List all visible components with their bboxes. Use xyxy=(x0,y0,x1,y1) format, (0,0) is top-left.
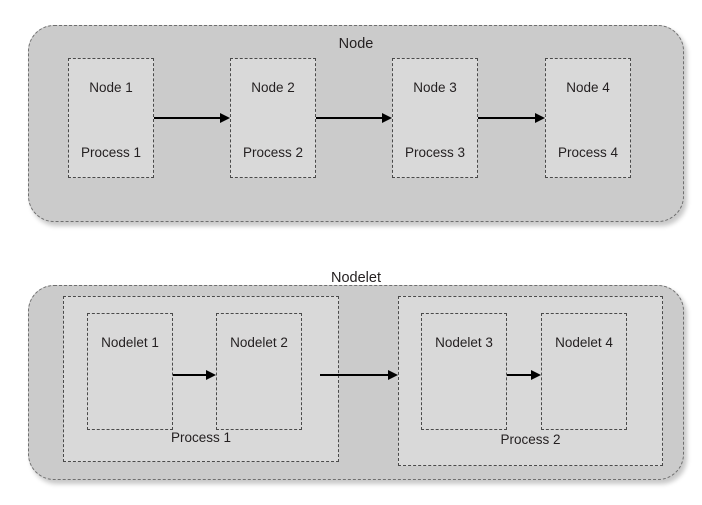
arrow-line xyxy=(316,117,384,119)
node-box-node-3: Node 3 Process 3 xyxy=(392,58,478,178)
arrow-head xyxy=(531,370,541,380)
arrow-nodelet-1-to-nodelet-2 xyxy=(173,369,216,381)
node-2-top-label: Node 2 xyxy=(251,80,295,95)
node-box-node-4: Node 4 Process 4 xyxy=(545,58,631,178)
node-3-top-label: Node 3 xyxy=(413,80,457,95)
node-box-node-1: Node 1 Process 1 xyxy=(68,58,154,178)
arrow-line xyxy=(320,374,390,376)
process-1-label: Process 1 xyxy=(170,430,232,445)
arrow-line xyxy=(478,117,537,119)
node-4-top-label: Node 4 xyxy=(566,80,610,95)
arrow-process-1-to-process-2 xyxy=(320,369,398,381)
process-2-label: Process 2 xyxy=(500,432,561,447)
nodelet-panel-title: Nodelet xyxy=(331,270,381,286)
node-2-bottom-label: Process 2 xyxy=(242,145,304,160)
node-4-bottom-label: Process 4 xyxy=(557,145,619,160)
arrow-node-3-to-node-4 xyxy=(478,112,545,124)
node-1-bottom-label: Process 1 xyxy=(80,145,142,160)
nodelet-box-nodelet-1: Nodelet 1 xyxy=(87,313,173,430)
arrow-nodelet-3-to-nodelet-4 xyxy=(507,369,541,381)
node-box-node-2: Node 2 Process 2 xyxy=(230,58,316,178)
arrow-head xyxy=(382,113,392,123)
nodelet-3-label: Nodelet 3 xyxy=(435,335,493,350)
nodelet-2-label: Nodelet 2 xyxy=(230,335,288,350)
arrow-head xyxy=(535,113,545,123)
nodelet-1-label: Nodelet 1 xyxy=(101,335,159,350)
nodelet-box-nodelet-2: Nodelet 2 xyxy=(216,313,302,430)
node-1-top-label: Node 1 xyxy=(89,80,133,95)
arrow-head xyxy=(220,113,230,123)
nodelet-4-label: Nodelet 4 xyxy=(555,335,613,350)
arrow-line xyxy=(154,117,222,119)
arrow-node-1-to-node-2 xyxy=(154,112,230,124)
node-3-bottom-label: Process 3 xyxy=(404,145,466,160)
arrow-line xyxy=(507,374,533,376)
arrow-line xyxy=(173,374,208,376)
arrow-head xyxy=(206,370,216,380)
node-panel-title: Node xyxy=(338,36,374,52)
nodelet-box-nodelet-3: Nodelet 3 xyxy=(421,313,507,430)
nodelet-box-nodelet-4: Nodelet 4 xyxy=(541,313,627,430)
arrow-node-2-to-node-3 xyxy=(316,112,392,124)
arrow-head xyxy=(388,370,398,380)
